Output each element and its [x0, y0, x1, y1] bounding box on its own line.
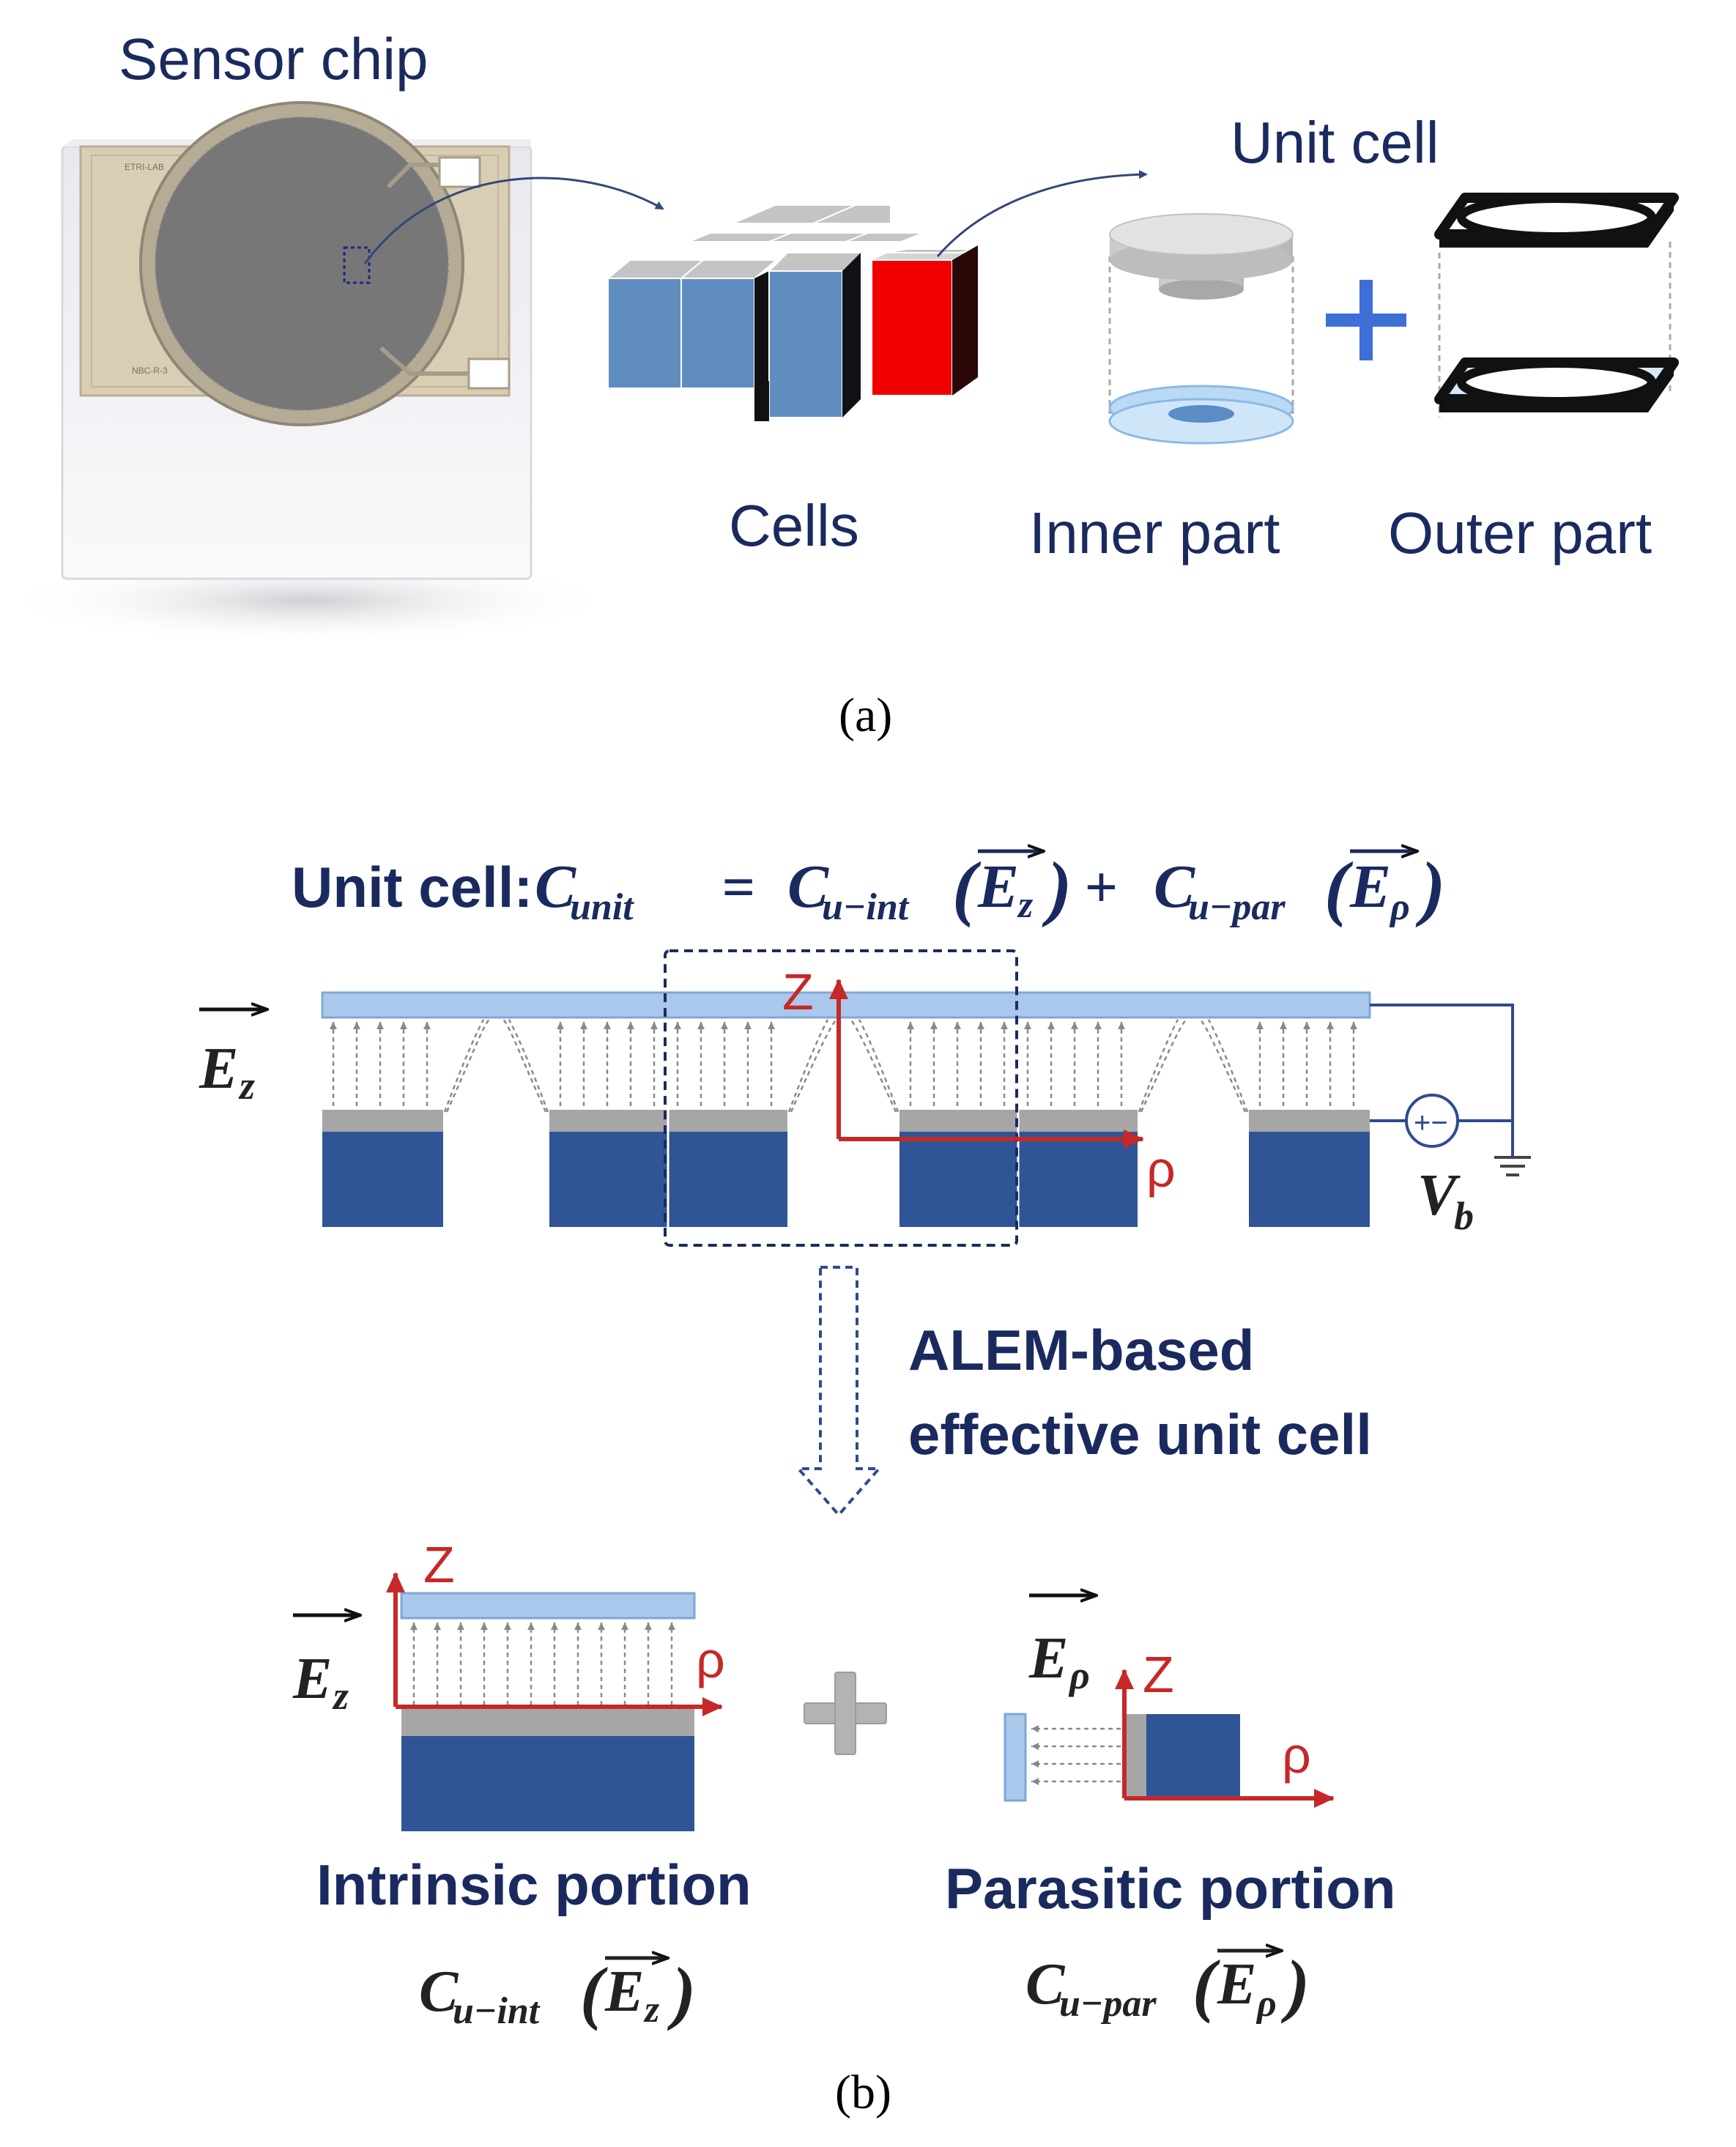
cells-label: Cells: [729, 493, 859, 558]
int-f-paren-close: ): [667, 1953, 696, 2031]
transform-arrow-icon: [795, 1266, 883, 1518]
parasitic-label: Parasitic portion: [945, 1856, 1395, 1921]
inner-part-diagram: [1108, 213, 1294, 445]
eq-paren-close: ): [1042, 847, 1072, 928]
caption-a: (a): [839, 689, 892, 742]
eq-paren-open-2: (: [1324, 847, 1354, 928]
int-f-e: E: [604, 1959, 644, 2024]
eq-ez-sub: z: [1017, 884, 1034, 926]
parasitic-portion-diagram: E ρ Z ρ: [1004, 1595, 1335, 1808]
par-f-c: C: [1025, 1952, 1066, 2017]
eq-equals: =: [722, 856, 755, 920]
bottom-electrodes: [322, 1110, 1370, 1227]
par-f-paren-open: (: [1192, 1946, 1220, 2024]
intrinsic-portion-diagram: E z Z ρ: [292, 1536, 725, 1831]
eq-erho-sub: ρ: [1389, 886, 1410, 928]
source-symbol: +−: [1414, 1107, 1448, 1139]
inner-part-label: Inner part: [1029, 500, 1280, 566]
par-f-rho: ρ: [1255, 1983, 1277, 2025]
equation-prefix: Unit cell:: [292, 855, 533, 919]
int-ez-sub: z: [332, 1674, 349, 1718]
int-f-sub: u−int: [453, 1990, 541, 2032]
eq-erho-e: E: [1349, 853, 1391, 921]
sensor-chip-title: Sensor chip: [119, 26, 428, 92]
svg-text:ETRI-LAB: ETRI-LAB: [125, 162, 164, 172]
par-erho-e: E: [1028, 1626, 1068, 1691]
eq-paren-open: (: [952, 847, 982, 928]
eq-unit-sub: unit: [570, 886, 634, 928]
int-f-c: C: [419, 1959, 459, 2024]
par-axis-rho-label: ρ: [1282, 1727, 1311, 1784]
caption-b: (b): [835, 2066, 891, 2119]
int-axis-z-label: Z: [423, 1536, 455, 1593]
eq-ez-e: E: [977, 853, 1019, 921]
eq-c-int: C: [787, 853, 829, 921]
portion-plus-icon: [804, 1672, 887, 1755]
svg-text:NBC-R-3: NBC-R-3: [132, 366, 168, 376]
int-ez-e: E: [292, 1647, 332, 1711]
unit-cell-box: [664, 949, 1018, 1247]
parasitic-formula: C u−par ( E ρ ): [1025, 1946, 1310, 2025]
eq-int-sub: u−int: [822, 886, 910, 928]
alem-label-line1: ALEM-based: [908, 1318, 1254, 1382]
bias-v: V: [1417, 1163, 1461, 1228]
par-f-paren-close: ): [1280, 1946, 1310, 2024]
chip-to-cells-arrow: [363, 177, 664, 264]
par-f-sub: u−par: [1059, 1983, 1157, 2025]
cells-to-unit-arrow: [936, 170, 1148, 257]
eq-c-par: C: [1154, 853, 1195, 921]
eq-par-sub: u−par: [1188, 886, 1286, 928]
par-f-e: E: [1217, 1952, 1256, 2017]
outer-part-label: Outer part: [1388, 500, 1652, 566]
ez-sub: z: [238, 1064, 255, 1108]
eq-plus: +: [1084, 856, 1118, 920]
axis-z-label: Z: [782, 963, 814, 1020]
bias-circuit: +− V b: [1370, 1004, 1531, 1238]
panel-a: Sensor chip Unit cell ETRI-LAB NBC-R-3: [0, 26, 1679, 742]
unit-cell-axes: Z ρ: [782, 963, 1176, 1198]
top-membrane-electrode: [321, 991, 1371, 1019]
ez-field-label: E z: [199, 1009, 267, 1108]
ez-e: E: [199, 1037, 238, 1101]
int-f-paren-open: (: [580, 1953, 608, 2031]
cells-cube-stack: [606, 204, 978, 421]
unit-cell-title: Unit cell: [1231, 110, 1439, 175]
eq-c-unit: C: [535, 853, 576, 921]
par-erho-sub: ρ: [1068, 1653, 1090, 1697]
bias-sub: b: [1454, 1194, 1474, 1238]
par-axis-z-label: Z: [1143, 1646, 1174, 1703]
int-axis-rho-label: ρ: [696, 1631, 725, 1688]
electric-field-lines: [330, 1019, 1357, 1113]
unit-cell-plus-icon: [1326, 280, 1406, 360]
intrinsic-label: Intrinsic portion: [316, 1853, 752, 1917]
panel-b: Unit cell: C unit = C u−int ( E z ) + C …: [199, 847, 1531, 2119]
eq-paren-close-2: ): [1415, 847, 1445, 928]
intrinsic-formula: C u−int ( E z ): [419, 1953, 696, 2032]
sensor-chip-image: ETRI-LAB NBC-R-3: [0, 101, 615, 645]
unit-cell-equation: Unit cell: C unit = C u−int ( E z ) + C …: [292, 847, 1445, 928]
int-f-z: z: [643, 1989, 660, 2031]
outer-part-diagram: [1434, 193, 1679, 418]
alem-label-line2: effective unit cell: [908, 1402, 1372, 1466]
axis-rho-label: ρ: [1146, 1141, 1176, 1198]
